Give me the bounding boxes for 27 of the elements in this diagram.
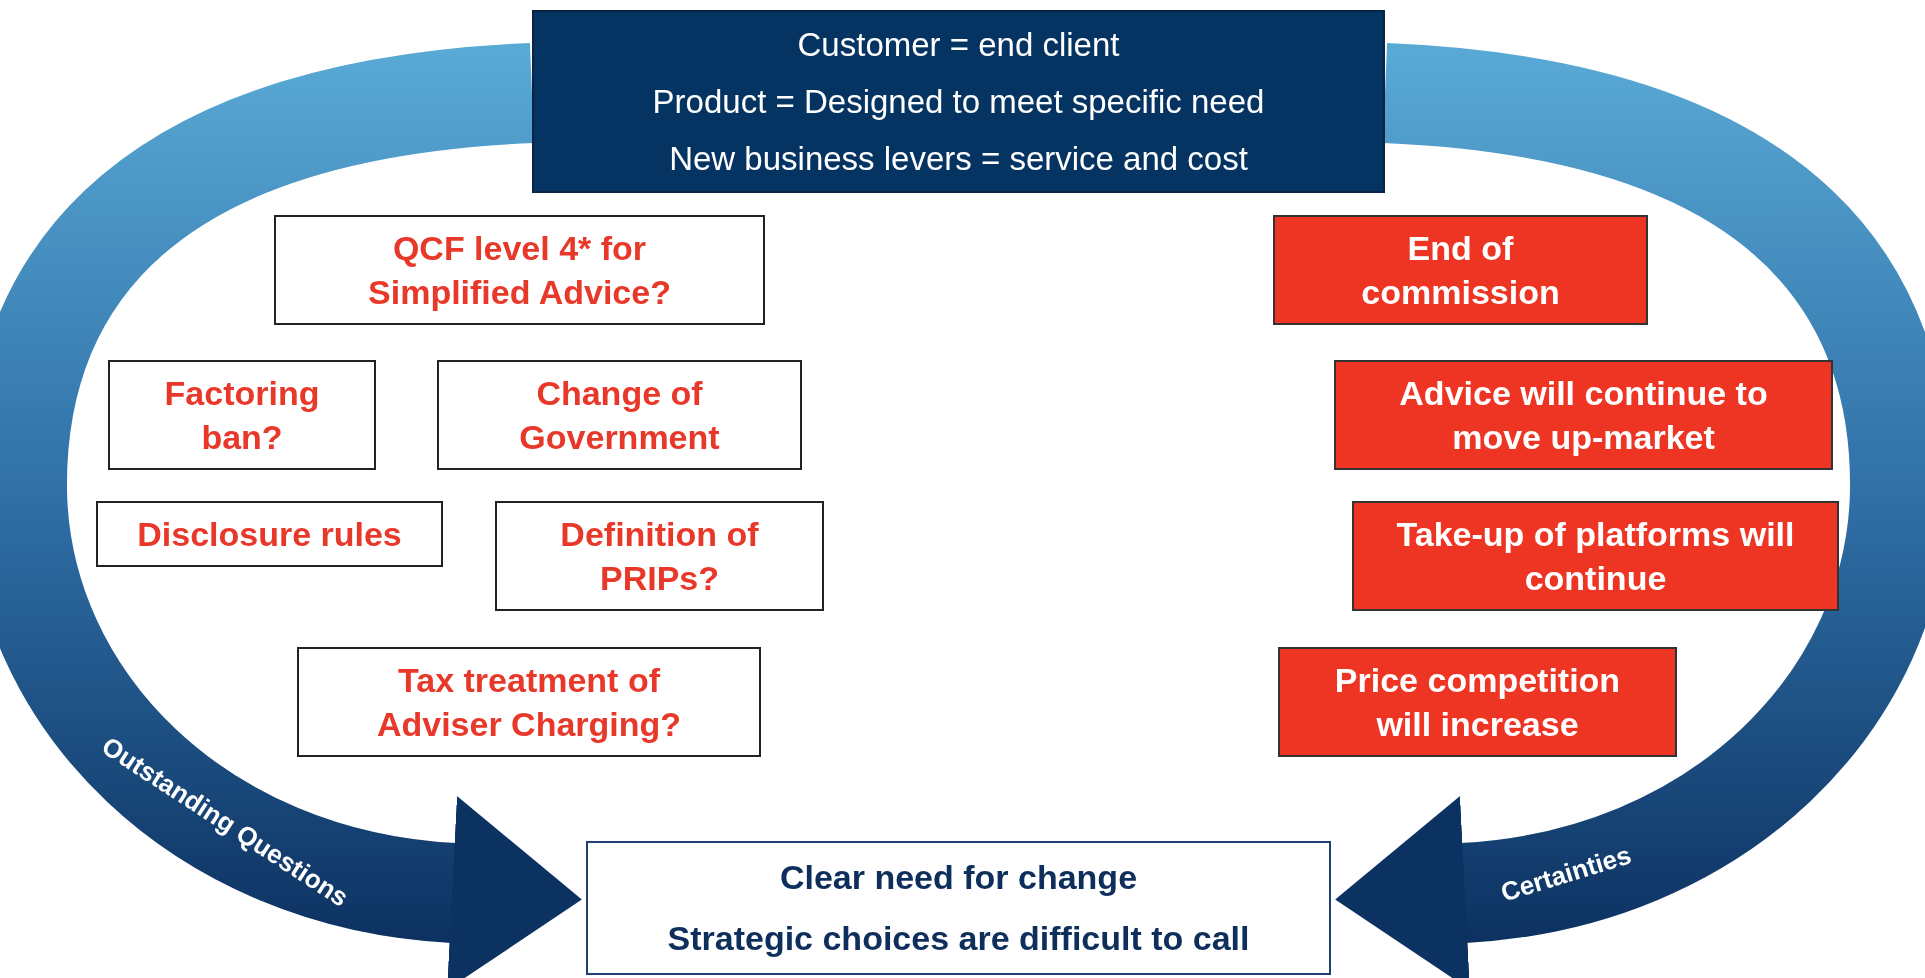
box-text: Take-up of platforms will continue bbox=[1395, 513, 1796, 599]
summary-box bbox=[532, 10, 1385, 193]
box-text: End of commission bbox=[1360, 227, 1561, 313]
question-box bbox=[495, 501, 824, 611]
box-text: Strategic choices are difficult to call bbox=[666, 919, 1251, 958]
certainty-box bbox=[1278, 647, 1677, 757]
box-text: Change of Government bbox=[518, 372, 721, 458]
certainty-box bbox=[1273, 215, 1648, 325]
question-box bbox=[108, 360, 376, 470]
box-text: Product = Designed to meet specific need bbox=[651, 82, 1266, 121]
box-text: QCF level 4* for Simplified Advice? bbox=[367, 227, 672, 313]
box-text: Tax treatment of Adviser Charging? bbox=[375, 659, 683, 745]
question-box bbox=[96, 501, 443, 567]
question-box bbox=[274, 215, 765, 325]
question-box bbox=[297, 647, 761, 757]
box-text: Clear need for change bbox=[778, 858, 1139, 897]
certainty-box bbox=[1352, 501, 1839, 611]
box-text: New business levers = service and cost bbox=[668, 139, 1249, 178]
conclusion-box bbox=[586, 841, 1331, 975]
certainty-box bbox=[1334, 360, 1833, 470]
box-text: Advice will continue to move up-market bbox=[1398, 372, 1769, 458]
box-text: Definition of PRIPs? bbox=[559, 513, 760, 599]
box-text: Customer = end client bbox=[796, 25, 1121, 64]
question-box bbox=[437, 360, 802, 470]
box-text: Disclosure rules bbox=[136, 513, 403, 555]
box-text: Price competition will increase bbox=[1333, 659, 1622, 745]
box-text: Factoring ban? bbox=[163, 372, 321, 458]
